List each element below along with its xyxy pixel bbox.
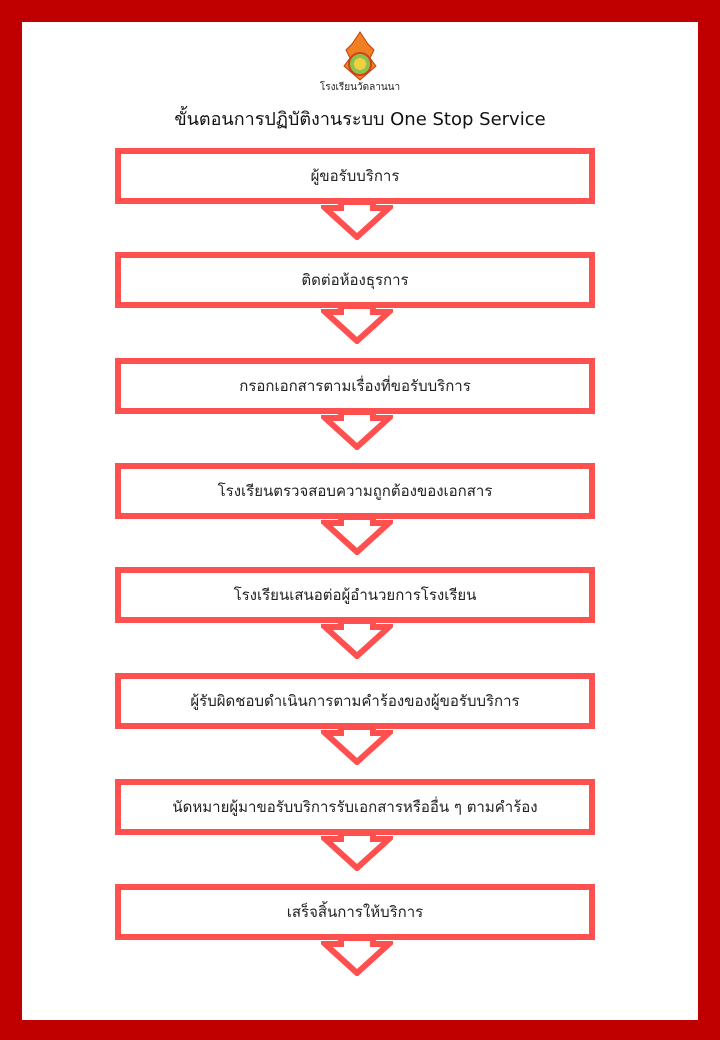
flow-step-box: โรงเรียนตรวจสอบความถูกต้องของเอกสาร	[115, 463, 595, 519]
flow-step-label: เสร็จสิ้นการให้บริการ	[286, 903, 424, 921]
page-title: ขั้นตอนการปฏิบัติงานระบบ One Stop Servic…	[174, 109, 546, 130]
flow-step-label: ผู้ขอรับบริการ	[310, 167, 400, 185]
flow-step-label: โรงเรียนเสนอต่อผู้อำนวยการโรงเรียน	[233, 586, 477, 604]
flow-step-box: ผู้ขอรับบริการ	[115, 148, 595, 204]
school-logo: โรงเรียนวัดลานนา	[320, 31, 400, 92]
down-arrow-icon	[321, 200, 393, 240]
flow-step-box: เสร็จสิ้นการให้บริการ	[115, 884, 595, 940]
down-arrow-icon	[321, 304, 393, 344]
down-arrow-icon	[321, 936, 393, 976]
down-arrow-icon	[321, 831, 393, 871]
flow-step-box: โรงเรียนเสนอต่อผู้อำนวยการโรงเรียน	[115, 567, 595, 623]
flow-step-box: กรอกเอกสารตามเรื่องที่ขอรับบริการ	[115, 358, 595, 414]
flow-step-label: กรอกเอกสารตามเรื่องที่ขอรับบริการ	[239, 377, 471, 395]
svg-text:โรงเรียนวัดลานนา: โรงเรียนวัดลานนา	[320, 80, 400, 92]
down-arrow-icon	[321, 619, 393, 659]
flow-step-label: นัดหมายผู้มาขอรับบริการรับเอกสารหรืออื่น…	[172, 798, 538, 816]
down-arrow-icon	[321, 515, 393, 555]
flow-step-label: ผู้รับผิดชอบดำเนินการตามคำร้องของผู้ขอรั…	[190, 692, 520, 710]
down-arrow-icon	[321, 410, 393, 450]
flow-step-label: ติดต่อห้องธุรการ	[301, 271, 409, 289]
flow-step-box: นัดหมายผู้มาขอรับบริการรับเอกสารหรืออื่น…	[115, 779, 595, 835]
flow-step-box: ติดต่อห้องธุรการ	[115, 252, 595, 308]
flow-step-label: โรงเรียนตรวจสอบความถูกต้องของเอกสาร	[217, 482, 493, 500]
down-arrow-icon	[321, 725, 393, 765]
flow-step-box: ผู้รับผิดชอบดำเนินการตามคำร้องของผู้ขอรั…	[115, 673, 595, 729]
